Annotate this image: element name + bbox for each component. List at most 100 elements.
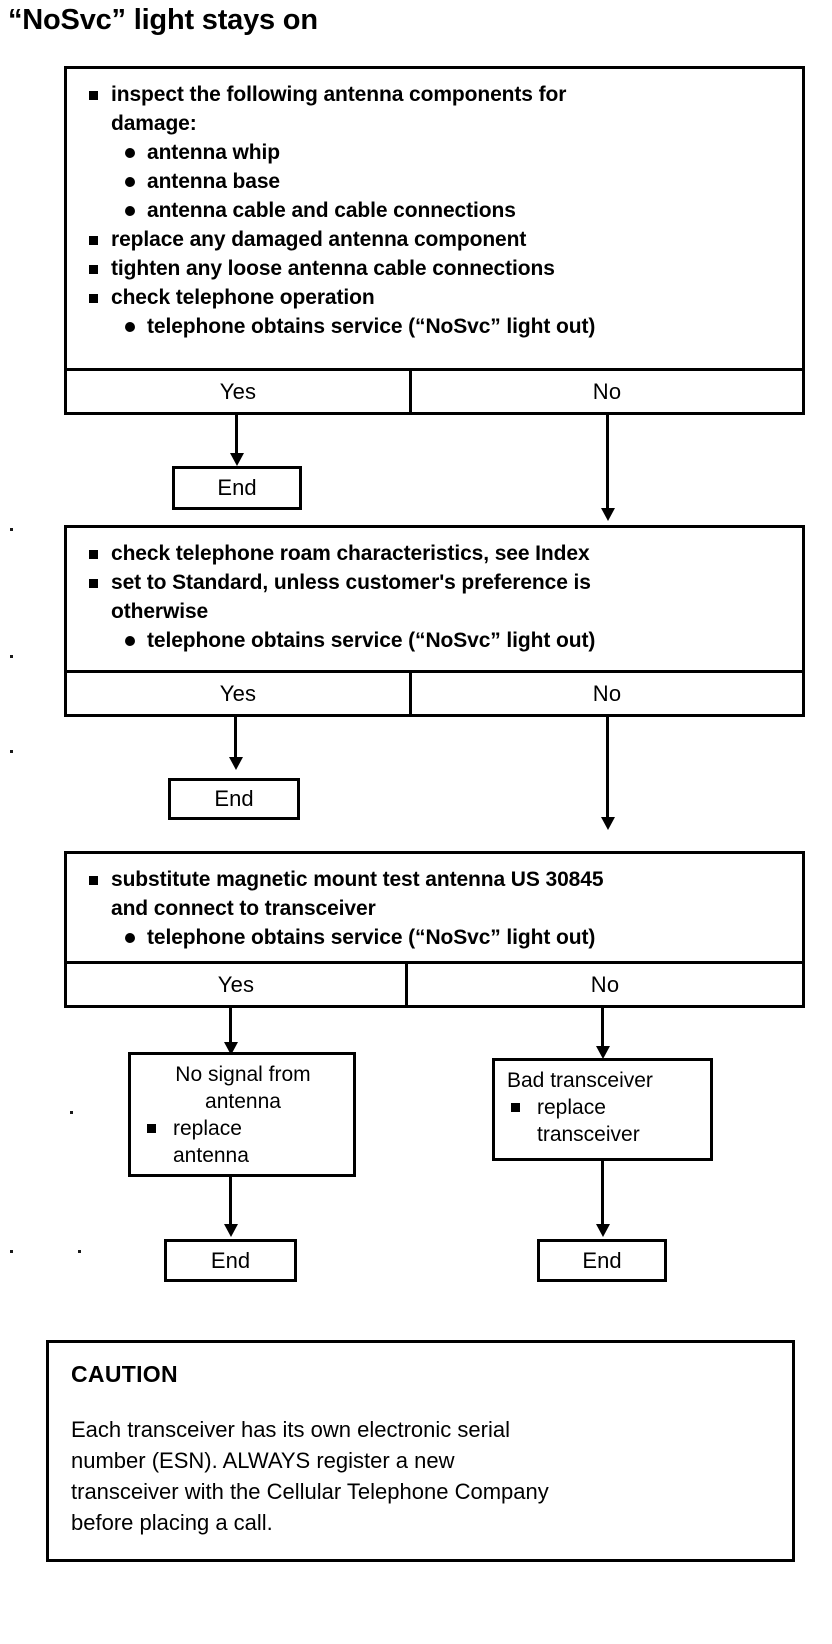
result-box-bad-transceiver: Bad transceiver replace transceiver bbox=[492, 1058, 713, 1161]
list-item-label: antenna cable and cable connections bbox=[147, 199, 516, 222]
square-bullet-icon bbox=[511, 1103, 520, 1112]
end-label: End bbox=[217, 475, 257, 500]
list-item: substitute magnetic mount test antenna U… bbox=[77, 865, 792, 894]
square-bullet-icon bbox=[89, 91, 98, 100]
list-item-label: check telephone operation bbox=[111, 286, 375, 309]
scan-speck bbox=[10, 655, 13, 658]
list-item-label: telephone obtains service (“NoSvc” light… bbox=[147, 926, 596, 949]
scan-speck bbox=[70, 1111, 73, 1114]
scan-speck bbox=[10, 1250, 13, 1253]
list-item: antenna cable and cable connections bbox=[77, 196, 792, 225]
block-2-decision-row: Yes No bbox=[67, 670, 802, 714]
arrowhead-left-result-end bbox=[224, 1224, 238, 1237]
block-3-yes-cell[interactable]: Yes bbox=[67, 964, 408, 1005]
result-list-item: replace bbox=[139, 1115, 347, 1142]
result-item-label: replace bbox=[173, 1117, 242, 1140]
yes-label: Yes bbox=[219, 680, 257, 706]
list-item: inspect the following antenna components… bbox=[77, 80, 792, 109]
result-heading-line-1: No signal from bbox=[175, 1063, 311, 1086]
result-box-no-signal: No signal from antenna replace antenna bbox=[128, 1052, 356, 1177]
end-box-3: End bbox=[164, 1239, 297, 1282]
result-item-continuation: transceiver bbox=[537, 1123, 640, 1146]
end-label: End bbox=[210, 1247, 251, 1273]
list-item: telephone obtains service (“NoSvc” light… bbox=[77, 626, 792, 655]
square-bullet-icon bbox=[89, 236, 98, 245]
result-item-label: replace bbox=[537, 1096, 606, 1119]
caution-text: Each transceiver has its own electronic … bbox=[71, 1414, 772, 1538]
decision-block-2: check telephone roam characteristics, se… bbox=[64, 525, 805, 717]
result-heading-line-1: Bad transceiver bbox=[507, 1069, 653, 1092]
decision-block-1: inspect the following antenna components… bbox=[64, 66, 805, 415]
list-item-label: set to Standard, unless customer's prefe… bbox=[111, 571, 591, 594]
list-item-continuation: otherwise bbox=[111, 600, 209, 623]
caution-line: Each transceiver has its own electronic … bbox=[71, 1417, 510, 1442]
scan-speck bbox=[10, 528, 13, 531]
block-1-decision-row: Yes No bbox=[67, 368, 802, 412]
list-item-label: antenna base bbox=[147, 170, 281, 193]
square-bullet-icon bbox=[89, 265, 98, 274]
block-3-no-cell[interactable]: No bbox=[408, 964, 802, 1005]
square-bullet-icon bbox=[89, 876, 98, 885]
caution-line: before placing a call. bbox=[71, 1510, 273, 1535]
list-item: check telephone operation bbox=[77, 283, 792, 312]
page-title: “NoSvc” light stays on bbox=[8, 4, 318, 36]
list-item: telephone obtains service (“NoSvc” light… bbox=[77, 923, 792, 952]
arrowhead-block1-no bbox=[601, 508, 615, 521]
round-bullet-icon bbox=[125, 933, 135, 943]
connector-block3-no bbox=[601, 1008, 604, 1050]
no-label: No bbox=[592, 680, 622, 706]
end-box-4: End bbox=[537, 1239, 667, 1282]
round-bullet-icon bbox=[125, 322, 135, 332]
list-item-label: replace any damaged antenna component bbox=[111, 228, 527, 251]
list-item-label: substitute magnetic mount test antenna U… bbox=[111, 868, 604, 891]
end-box-2: End bbox=[168, 778, 300, 820]
block-2-content: check telephone roam characteristics, se… bbox=[67, 528, 802, 663]
list-item: antenna whip bbox=[77, 138, 792, 167]
list-item-label: check telephone roam characteristics, se… bbox=[111, 542, 590, 565]
end-label: End bbox=[582, 1247, 622, 1273]
list-item: check telephone roam characteristics, se… bbox=[77, 539, 792, 568]
block-2-no-cell[interactable]: No bbox=[412, 673, 802, 714]
list-item: replace any damaged antenna component bbox=[77, 225, 792, 254]
connector-block3-yes bbox=[229, 1008, 232, 1046]
list-item-continuation: damage: bbox=[111, 112, 197, 135]
connector-left-result-end bbox=[229, 1177, 232, 1228]
block-1-content: inspect the following antenna components… bbox=[67, 69, 802, 349]
list-item-label: antenna whip bbox=[147, 141, 280, 164]
caution-box: CAUTION Each transceiver has its own ele… bbox=[46, 1340, 795, 1562]
block-1-no-cell[interactable]: No bbox=[412, 371, 802, 412]
block-3-content: substitute magnetic mount test antenna U… bbox=[67, 854, 802, 960]
list-item-label: tighten any loose antenna cable connecti… bbox=[111, 257, 555, 280]
block-2-yes-cell[interactable]: Yes bbox=[67, 673, 412, 714]
square-bullet-icon bbox=[89, 579, 98, 588]
square-bullet-icon bbox=[89, 550, 98, 559]
list-item: set to Standard, unless customer's prefe… bbox=[77, 568, 792, 597]
connector-block2-yes bbox=[234, 717, 237, 761]
list-item: tighten any loose antenna cable connecti… bbox=[77, 254, 792, 283]
list-item-label: telephone obtains service (“NoSvc” light… bbox=[147, 315, 596, 338]
square-bullet-icon bbox=[147, 1124, 156, 1133]
scan-speck bbox=[78, 1250, 81, 1253]
no-label: No bbox=[590, 971, 620, 997]
connector-right-result-end bbox=[601, 1161, 604, 1228]
arrowhead-block3-no bbox=[596, 1046, 610, 1059]
block-1-yes-cell[interactable]: Yes bbox=[67, 371, 412, 412]
connector-block1-no bbox=[606, 415, 609, 512]
caution-heading: CAUTION bbox=[71, 1361, 178, 1387]
end-label: End bbox=[214, 786, 254, 811]
scan-speck bbox=[10, 750, 13, 753]
connector-block2-no bbox=[606, 717, 609, 821]
list-item-label: telephone obtains service (“NoSvc” light… bbox=[147, 629, 596, 652]
block-3-decision-row: Yes No bbox=[67, 961, 802, 1005]
arrowhead-block3-yes bbox=[224, 1042, 238, 1055]
list-item-label: inspect the following antenna components… bbox=[111, 83, 567, 106]
yes-label: Yes bbox=[219, 378, 257, 404]
round-bullet-icon bbox=[125, 148, 135, 158]
list-item-continuation: and connect to transceiver bbox=[111, 897, 376, 920]
square-bullet-icon bbox=[89, 294, 98, 303]
arrowhead-block2-yes bbox=[229, 757, 243, 770]
arrowhead-block2-no bbox=[601, 817, 615, 830]
no-label: No bbox=[592, 378, 622, 404]
arrowhead-block1-yes bbox=[230, 453, 244, 466]
